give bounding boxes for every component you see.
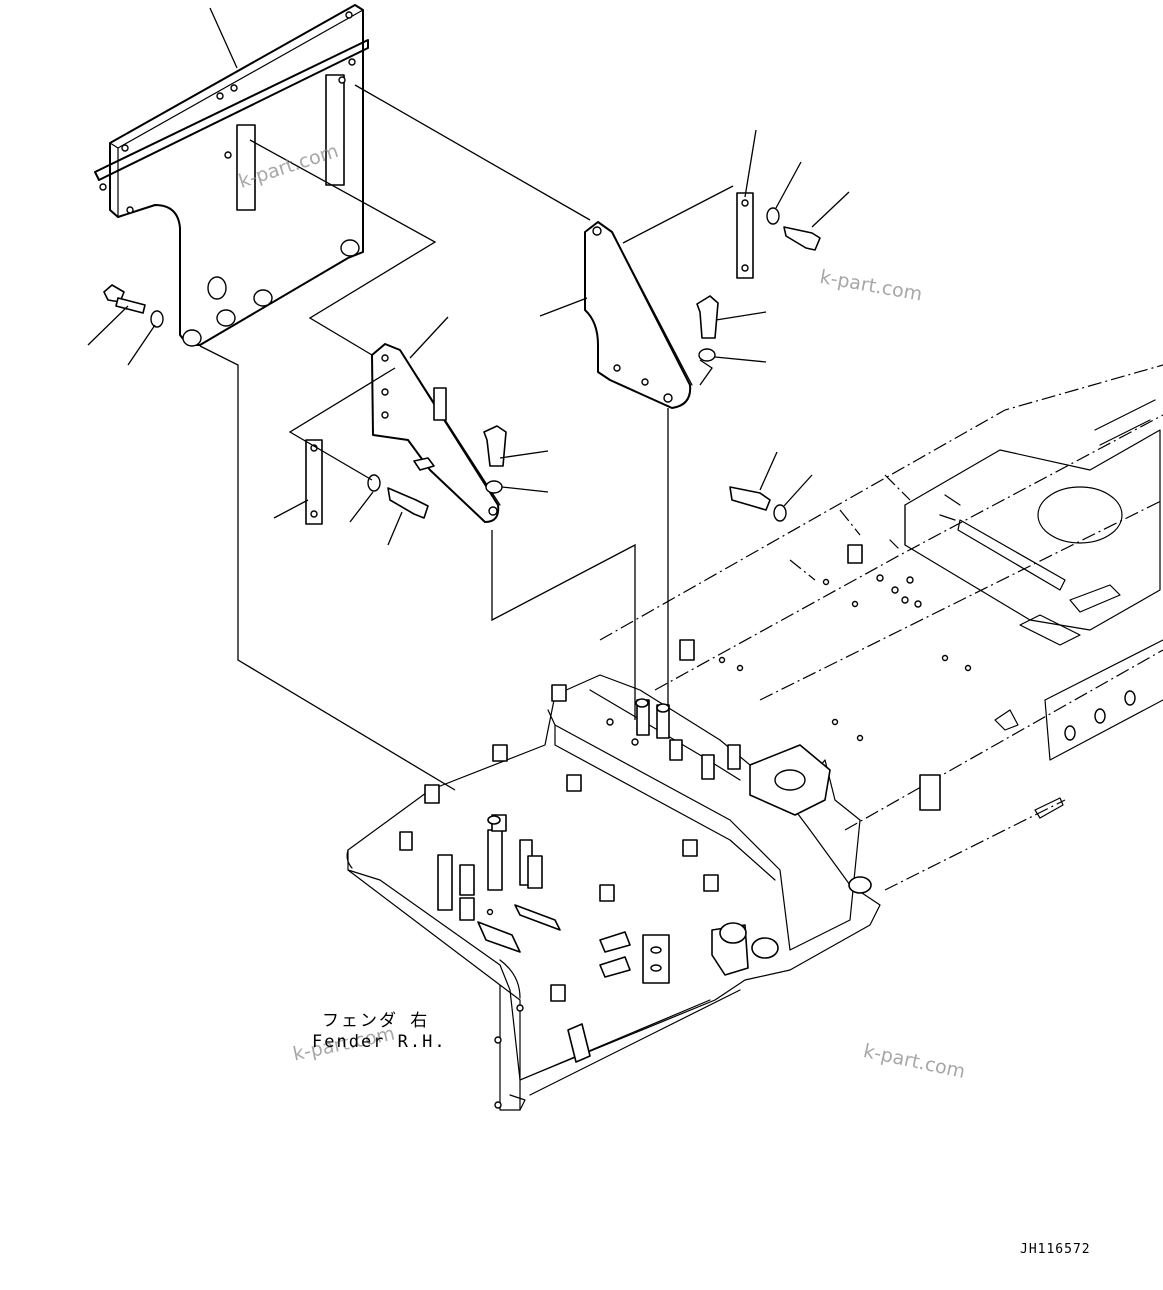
spacer-plate-left: [305, 439, 323, 525]
panel-rib-center: [236, 124, 256, 211]
bracket-middle: [305, 343, 787, 525]
panel-rib-right: [325, 74, 345, 186]
bracket-right: [584, 192, 821, 409]
callout-leaders: [87, 7, 850, 546]
caption-english: Fender R.H.: [312, 1032, 447, 1052]
assembly-lines: [199, 84, 734, 791]
fender-panel: [94, 4, 369, 347]
upper-frame-mount: [904, 399, 1163, 819]
fender-rh-deck: [346, 494, 972, 1111]
drawing-code: JH116572: [1020, 1242, 1091, 1257]
bolt-left: [103, 284, 164, 328]
caption-japanese: フェンダ 右: [322, 1011, 430, 1031]
frame-outline: [599, 364, 1163, 891]
